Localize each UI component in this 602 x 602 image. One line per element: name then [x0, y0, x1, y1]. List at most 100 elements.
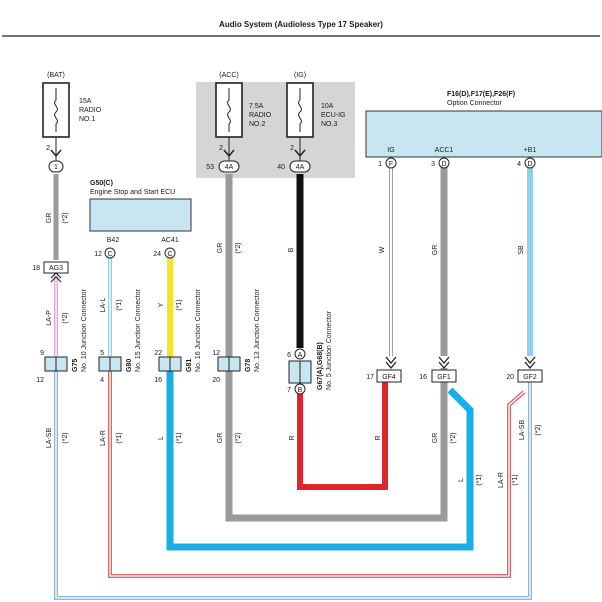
conn-bat-1-label: 1: [54, 164, 58, 171]
lbl-gr-bat: GR: [46, 213, 53, 224]
lbl-gr2-note: (*2): [235, 432, 242, 443]
ecu-id: G50(C): [90, 180, 113, 187]
lbl-lal: LA-L: [100, 298, 107, 313]
g67-name: No. 5 Junction Connector: [326, 310, 333, 390]
gf1-pin: 16: [419, 374, 427, 381]
g81-top-pin: 22: [154, 350, 162, 357]
ecu-pin-b42-circle: [104, 247, 116, 259]
ecu-pin-ac41-label: AC41: [161, 237, 179, 244]
g75-name: No. 10 Junction Connector: [81, 288, 88, 372]
fuse-ig-element: [298, 88, 302, 132]
gf4-label: GF4: [382, 374, 396, 381]
g78-id: G78: [245, 359, 252, 372]
lbl-lar2-note: (*1): [512, 474, 519, 485]
ecu-pin-b42-letter: C: [107, 251, 112, 258]
lbl-l2: L: [458, 478, 465, 482]
lbl-w: W: [379, 246, 386, 253]
lbl-l1-note: (*1): [176, 432, 183, 443]
lbl-lasb2: LA-SB: [519, 420, 526, 441]
wire-l-loop: [166, 370, 474, 551]
lbl-b: B: [288, 247, 295, 252]
gf4-box: [376, 369, 402, 383]
ecu-pin-ac41-letter: C: [167, 251, 172, 258]
fuse-ig-rating: 10A: [321, 103, 334, 110]
g75-bot-pin: 12: [36, 377, 44, 384]
opt-pin-acc1-num: 3: [431, 161, 435, 168]
lbl-gr-acc1: GR: [432, 245, 439, 256]
gf2-pin: 20: [506, 374, 514, 381]
lbl-y-note: (*1): [176, 299, 183, 310]
fuse-bat-rating: 15A: [79, 98, 92, 105]
ag3-pin: 18: [32, 265, 40, 272]
lbl-lap-note: (*2): [62, 312, 69, 323]
gf1-label: GF1: [437, 374, 451, 381]
conn-bat-1: [48, 160, 64, 173]
conn-ig-4a-label: 4A: [296, 164, 305, 171]
ecu-pin-ac41-circle: [164, 247, 176, 259]
g75-top-pin: 9: [40, 350, 44, 357]
g75-id: G75: [72, 359, 79, 372]
conn-ig-pin: 40: [277, 164, 285, 171]
fuse-ig-pin: 2: [290, 145, 294, 152]
g80-bot-pin: 4: [100, 377, 104, 384]
ecu-name: Engine Stop and Start ECU: [90, 189, 175, 196]
ecu-pin-ac41-num: 24: [153, 251, 161, 258]
fuse-acc-name2: NO.2: [249, 121, 265, 128]
gf4-pin: 17: [366, 374, 374, 381]
gf1-box: [431, 369, 457, 383]
option-connector-id: F16(D),F17(E),F26(F): [447, 91, 515, 98]
g67-bot-circle: [294, 383, 306, 395]
g78-top-pin: 12: [212, 350, 220, 357]
diagram-title: Audio System (Audioless Type 17 Speaker): [219, 20, 383, 29]
lbl-l2-note: (*1): [476, 474, 483, 485]
gf1-arrow: [438, 356, 450, 370]
ag3-label: AG3: [49, 265, 63, 272]
g67-top-pin: 6: [287, 352, 291, 359]
ecu-pin-b42-num: 12: [94, 251, 102, 258]
g67-bot-pin: 7: [287, 387, 291, 394]
wire-lar-loop-stripe: [109, 370, 525, 577]
opt-pin-acc1-circle: [438, 157, 450, 169]
lbl-lasb2-note: (*2): [535, 424, 542, 435]
opt-pin-ig-num: 1: [378, 161, 382, 168]
lbl-gr-bat-note: (*2): [62, 212, 69, 223]
opt-pin-ig-circle: [385, 157, 397, 169]
wire-lasb-loop: [54, 370, 532, 600]
g67-id: G67(A),G68(B): [317, 342, 324, 390]
lbl-y: Y: [158, 302, 165, 307]
opt-pin-acc1-letter: D: [441, 161, 446, 168]
lbl-lar1-note: (*1): [116, 432, 123, 443]
gf2-box: [517, 369, 543, 383]
fuse-acc-name1: RADIO: [249, 112, 272, 119]
lbl-sb: SB: [518, 245, 525, 255]
g80-top-pin: 5: [100, 350, 104, 357]
g81-name: No. 16 Junction Connector: [195, 288, 202, 372]
lbl-lal-note: (*1): [116, 299, 123, 310]
g78-bot-pin: 20: [212, 377, 220, 384]
opt-pin-ig-label: IG: [387, 147, 394, 154]
g80-name: No. 15 Junction Connector: [135, 288, 142, 372]
g80-id: G80: [126, 359, 133, 372]
lbl-lasb1-note: (*2): [62, 432, 69, 443]
fuse-bat-pin: 2: [46, 145, 50, 152]
g67-top-letter: A: [298, 352, 303, 359]
g78-name: No. 13 Junction Connector: [254, 288, 261, 372]
lbl-lar1: LA-R: [100, 430, 107, 446]
opt-pin-ig-letter: F: [389, 161, 393, 168]
fuse-acc-element: [227, 88, 231, 132]
opt-pin-b1-circle: [524, 157, 536, 169]
conn-acc-4a-label: 4A: [225, 164, 234, 171]
fuse-ig-source: (IG): [294, 72, 306, 79]
opt-pin-b1-label: +B1: [524, 147, 537, 154]
lbl-r1: R: [289, 435, 296, 440]
conn-ig-4a: [289, 160, 311, 173]
lbl-l1: L: [158, 436, 165, 440]
lbl-gr3-note: (*2): [450, 432, 457, 443]
lbl-r2: R: [375, 435, 382, 440]
fuse-bat-element: [54, 88, 58, 132]
lbl-gr2: GR: [217, 433, 224, 444]
conn-acc-4a: [218, 160, 240, 173]
lbl-gr3: GR: [432, 433, 439, 444]
fuse-bat-name1: RADIO: [79, 107, 102, 114]
